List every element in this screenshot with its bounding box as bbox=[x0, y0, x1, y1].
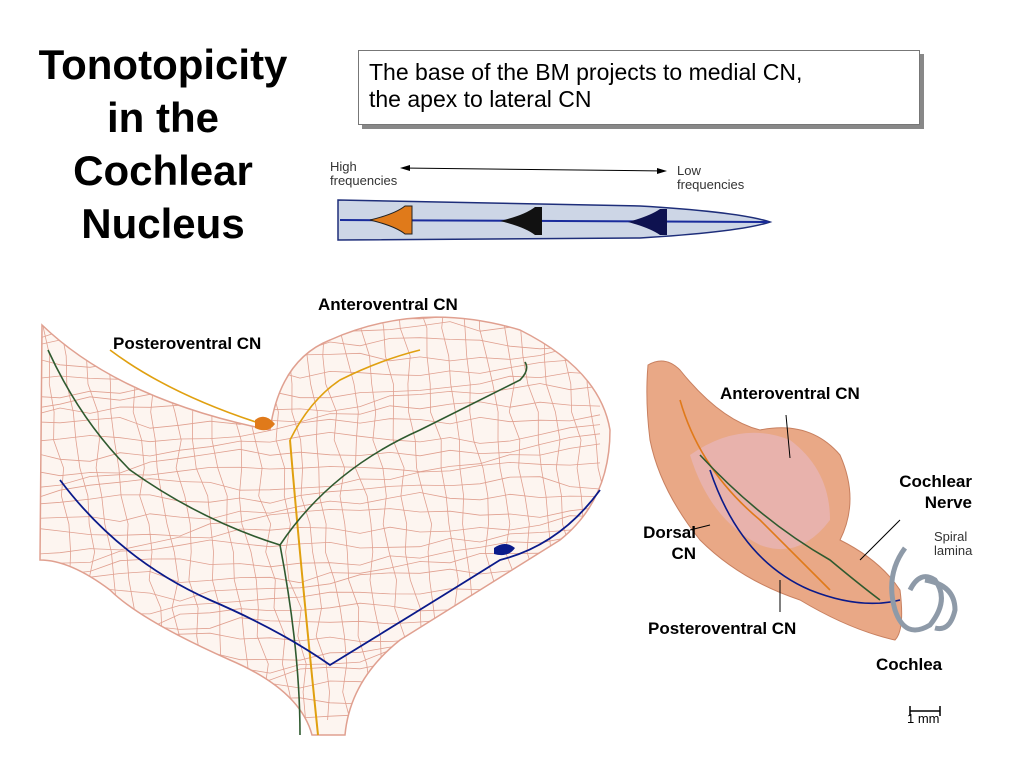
blue-neuron-cell bbox=[494, 544, 515, 556]
orange-neuron-cell bbox=[255, 416, 275, 431]
cochlea-label: Cochlea bbox=[876, 655, 943, 674]
mid-frequency-neuron bbox=[500, 207, 542, 235]
scale-label: 1 mm bbox=[907, 711, 940, 726]
arrow-left-head bbox=[400, 165, 410, 171]
yellow-fiber-trunk bbox=[289, 439, 319, 736]
nucleus-outline bbox=[39, 316, 611, 736]
callout-box: The base of the BM projects to medial CN… bbox=[358, 50, 920, 125]
slide-title: Tonotopicity in the Cochlear Nucleus bbox=[38, 41, 288, 247]
high-frequencies-label: High frequencies bbox=[330, 159, 398, 188]
blue-path-3d bbox=[709, 469, 901, 605]
low-frequencies-label: Low frequencies bbox=[677, 163, 745, 192]
cochlea-spiral bbox=[889, 546, 958, 633]
high-frequency-neuron bbox=[369, 205, 413, 235]
callout-text: The base of the BM projects to medial CN… bbox=[369, 59, 803, 112]
yellow-fiber-branches bbox=[109, 349, 421, 441]
green-fiber-upper bbox=[279, 361, 528, 546]
right-anteroventral-label: Anteroventral CN bbox=[720, 384, 860, 403]
spiral-lamina-label: Spiral lamina bbox=[934, 529, 973, 558]
blue-fiber bbox=[59, 479, 601, 667]
cochlear-nerve-leader bbox=[859, 519, 901, 561]
low-frequency-neuron bbox=[628, 209, 667, 235]
left-anteroventral-label: Anteroventral CN bbox=[318, 295, 458, 314]
frequency-arrow-line bbox=[401, 167, 666, 172]
cochlear-nerve-label: Cochlear Nerve bbox=[899, 472, 972, 512]
dorsal-leader bbox=[689, 524, 711, 531]
anteroventral-region bbox=[690, 432, 830, 550]
right-posteroventral-label: Posteroventral CN bbox=[648, 619, 797, 638]
arrow-right-head bbox=[657, 168, 667, 174]
green-fiber-lower bbox=[47, 349, 301, 736]
orange-path-3d bbox=[679, 399, 831, 591]
anteroventral-leader bbox=[785, 414, 791, 459]
left-posteroventral-label: Posteroventral CN bbox=[113, 334, 262, 353]
dorsal-cn-label: Dorsal CN bbox=[643, 523, 696, 563]
green-path-3d bbox=[699, 454, 881, 601]
